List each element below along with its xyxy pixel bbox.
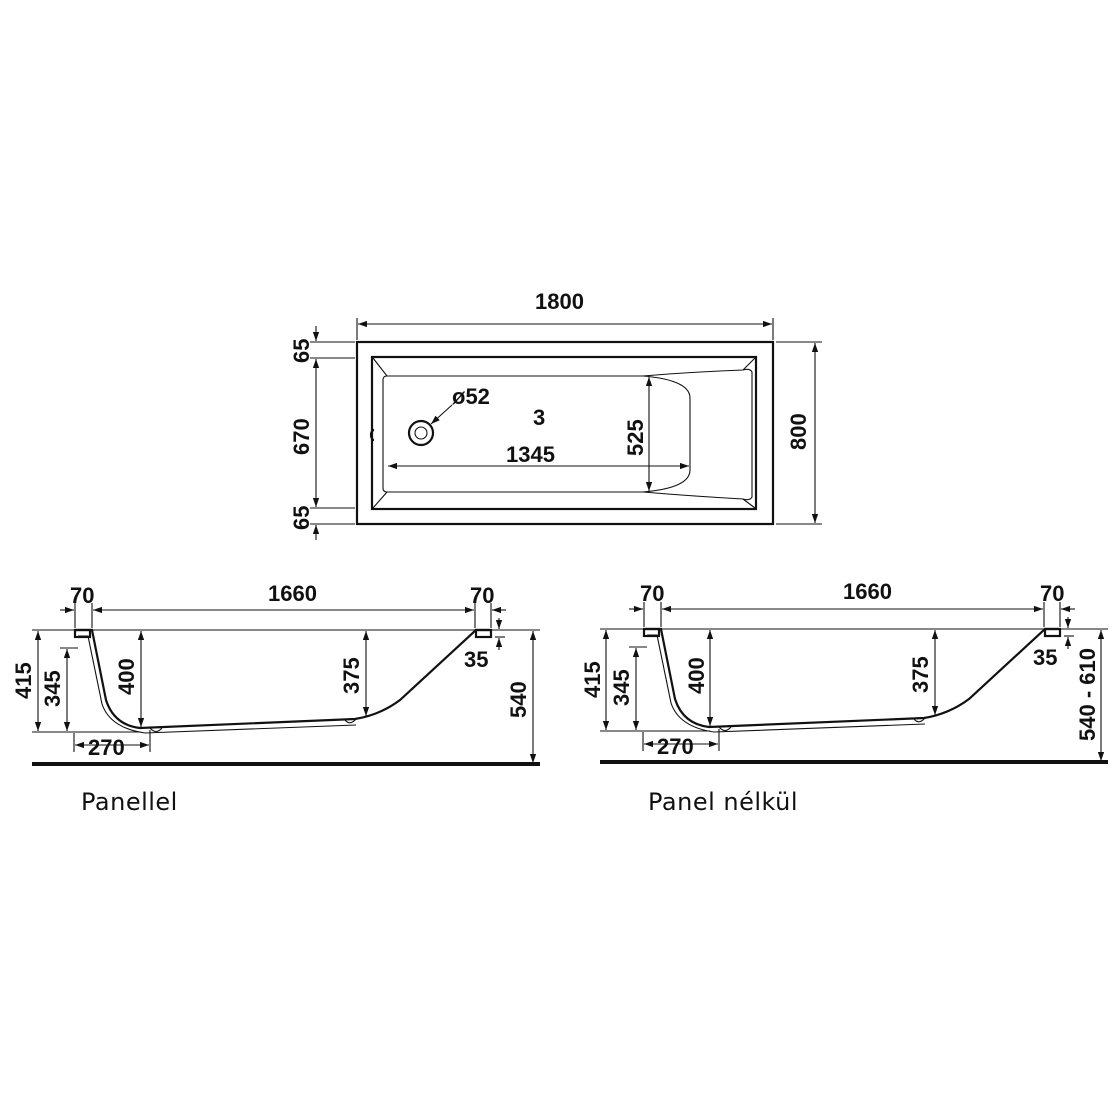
dim-floor-length: 1345 <box>506 442 555 467</box>
dim-inner-width: 670 <box>289 418 314 455</box>
section-no-panel: 70 1660 70 415 345 400 375 35 540 - 610 … <box>580 579 1108 764</box>
dim-right-rim: 70 <box>1040 581 1064 606</box>
caption-panellel: Panellel <box>81 788 178 816</box>
drain-diameter-label: ø52 <box>452 384 490 409</box>
dim-rim-thickness: 35 <box>1033 645 1057 670</box>
volume-label: 3 <box>533 405 545 430</box>
top-view: ø52 3 1800 800 65 670 65 1345 525 <box>289 289 822 540</box>
dim-rim-to-floor: 345 <box>609 669 634 706</box>
drain-leader <box>430 404 453 425</box>
dim-depth-left: 400 <box>684 657 709 694</box>
rim-left <box>73 628 92 639</box>
caption-panel-nelkul: Panel nélkül <box>648 788 799 816</box>
dim-total-height: 415 <box>580 661 605 698</box>
dim-inner-length: 1660 <box>268 581 317 606</box>
dim-rim-bottom: 65 <box>289 506 314 530</box>
basin-corner <box>372 357 756 509</box>
dim-right-rim: 70 <box>470 583 494 608</box>
dim-install-height: 540 - 610 <box>1075 648 1100 741</box>
dim-floor-width: 525 <box>623 419 648 456</box>
basin-floor <box>382 368 753 501</box>
tub-profile-inner <box>78 635 357 734</box>
basin-slope <box>642 375 691 493</box>
section-panel: 70 1660 70 415 345 400 375 35 540 270 <box>11 581 540 766</box>
rim-left <box>642 627 661 638</box>
overflow-mark <box>369 428 375 442</box>
dim-foot-offset: 270 <box>88 735 125 760</box>
dim-rim-thickness: 35 <box>464 647 488 672</box>
dim-rim-top: 65 <box>289 339 314 363</box>
dim-width: 800 <box>786 413 811 450</box>
dim-length: 1800 <box>535 289 584 314</box>
rim-right <box>1043 627 1062 638</box>
dim-inner-length: 1660 <box>843 579 892 604</box>
drain-outer <box>407 419 435 447</box>
tub-profile-outer <box>645 627 1059 729</box>
tub-profile-outer <box>76 628 490 730</box>
dim-depth-right: 375 <box>908 656 933 693</box>
tub-foot <box>718 717 926 732</box>
dim-total-height: 415 <box>11 662 36 699</box>
dim-left-rim: 70 <box>640 581 664 606</box>
tub-profile-inner <box>647 634 926 733</box>
dim-foot-offset: 270 <box>657 734 694 759</box>
tub-outline <box>355 340 775 526</box>
rim-right <box>474 628 493 639</box>
drain-inner <box>414 426 428 440</box>
dim-rim-to-floor: 345 <box>40 670 65 707</box>
tub-inner-rim <box>370 355 758 511</box>
dim-depth-right: 375 <box>339 657 364 694</box>
dim-install-height: 540 <box>506 681 531 718</box>
dim-left-rim: 70 <box>70 583 94 608</box>
tub-foot <box>149 718 357 733</box>
dim-depth-left: 400 <box>114 658 139 695</box>
